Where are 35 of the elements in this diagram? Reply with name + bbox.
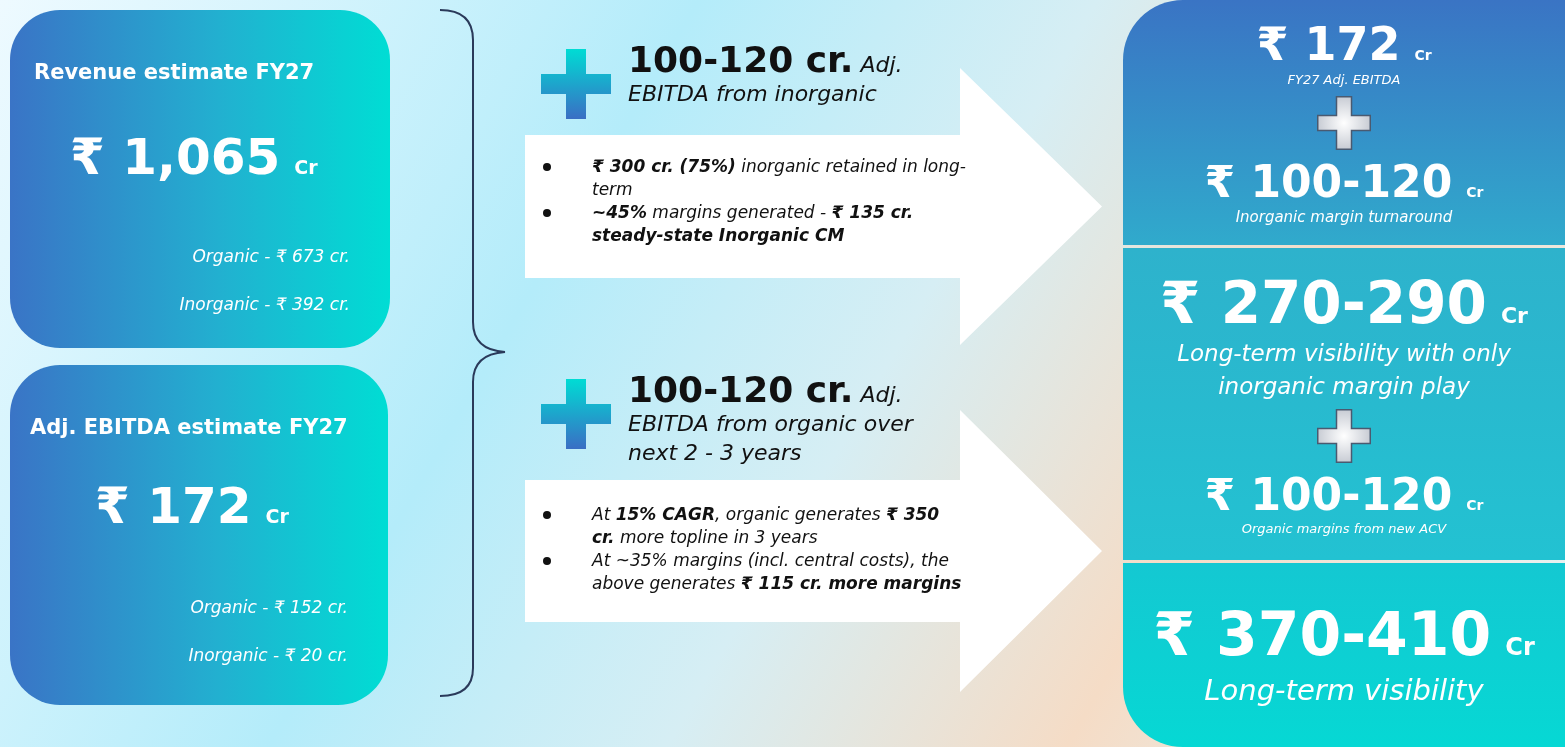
bullet-text: At 15% CAGR, organic generates ₹ 350 cr. more topline in 3 years [537,503,967,549]
value-text: ₹ 370-410 [1153,598,1492,669]
card-heading: Adj. EBITDA estimate FY27 [30,415,348,439]
card-heading: Revenue estimate FY27 [34,60,315,84]
value-text: ₹ 1,065 [70,128,281,186]
arrow-heading: 100-120 cr. Adj. EBITDA from inorganic [628,45,904,108]
breakdown-text: Inorganic - ₹ 392 cr. [179,294,350,314]
caption-text: Inorganic margin turnaround [1235,206,1453,228]
value-text: ₹ 100-120 [1204,155,1453,207]
unit-text: Cr [1505,632,1535,661]
result-band [1123,248,1565,560]
estimate-card [10,10,390,348]
bullet-text: ~45% margins generated - ₹ 135 cr. steady-state Inorganic CM [537,201,967,247]
estimate-card [10,365,388,705]
result-band [1123,563,1565,747]
value-text: ₹ 172 [95,477,252,535]
caption-text: Long-term visibility with only inorganic margin play [1176,338,1512,402]
value-text: ₹ 270-290 [1160,268,1487,337]
bullet-text: At ~35% margins (incl. central costs), the above generates ₹ 115 cr. more margins [537,549,967,595]
unit-text: Cr [1414,46,1432,63]
unit-text: Cr [1500,302,1528,328]
breakdown-text: Organic - ₹ 673 cr. [192,246,350,266]
value-text: ₹ 100-120 [1204,469,1453,521]
unit-text: Cr [1466,497,1484,514]
result-band [1123,0,1565,245]
unit-text: Cr [265,505,289,527]
unit-text: Cr [294,156,318,178]
breakdown-text: Organic - ₹ 152 cr. [190,597,348,617]
caption-text: Organic margins from new ACV [1241,520,1447,539]
caption-text: Long-term visibility [1204,671,1484,709]
arrow-heading: 100-120 cr. Adj. EBITDA from organic over next 2 - 3 years [628,375,915,467]
breakdown-text: Inorganic - ₹ 20 cr. [188,645,348,665]
value-text: ₹ 172 [1256,16,1401,71]
caption-text: FY27 Adj. EBITDA [1287,70,1401,89]
unit-text: Cr [1466,183,1484,200]
